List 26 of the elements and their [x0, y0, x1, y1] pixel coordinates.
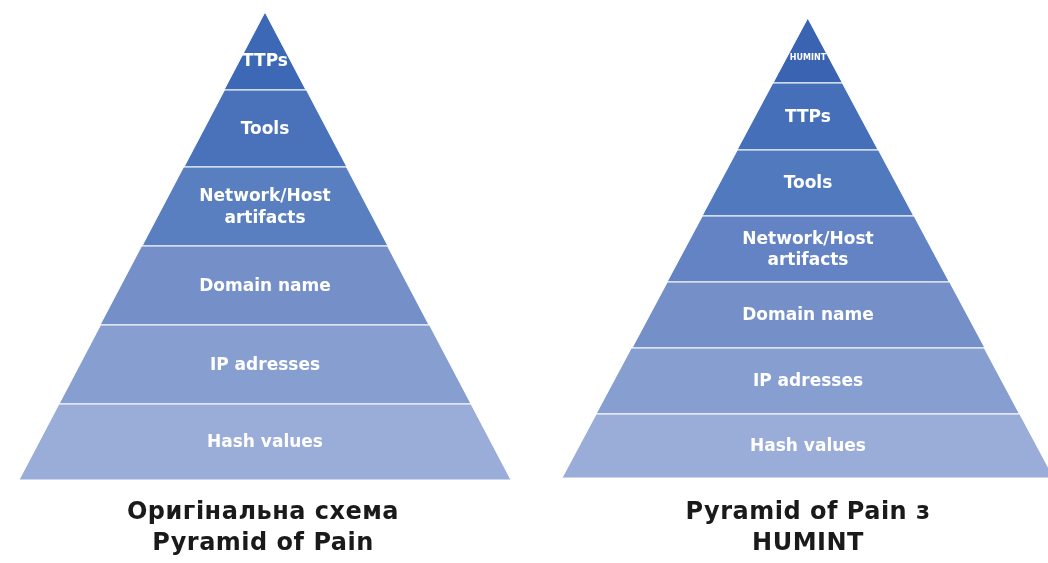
pyramid-tier: [702, 150, 914, 216]
pyramid-tier: [183, 90, 347, 167]
pyramid-caption: Оригінальна схема Pyramid of Pain: [125, 496, 401, 559]
pyramid-caption: Pyramid of Pain з HUMINT: [684, 496, 932, 559]
tier-label: Network/Host artifacts: [741, 227, 875, 271]
tier-label: HUMINT: [788, 53, 828, 64]
tier-label: Hash values: [749, 435, 867, 457]
tier-label: Domain name: [741, 304, 875, 326]
tier-label: Hash values: [206, 431, 324, 453]
tier-label: IP adresses: [208, 353, 322, 376]
pyramid-tier: [631, 282, 985, 348]
pyramid-tier: [562, 414, 1048, 478]
pyramid-tier: [100, 246, 430, 325]
pyramid-tier: [142, 167, 388, 246]
tier-label: Tools: [782, 172, 834, 194]
tier-label: Tools: [239, 117, 291, 140]
pyramid-tier: [666, 216, 950, 282]
tier-label: TTPs: [241, 49, 289, 71]
tier-label: TTPs: [784, 105, 832, 128]
tier-label: Network/Host artifacts: [198, 185, 332, 228]
tier-label: IP adresses: [751, 370, 865, 392]
pyramid-tier: [737, 83, 879, 150]
tier-label: Domain name: [198, 274, 332, 297]
pyramid-tier: [58, 325, 472, 404]
pyramid-tier: [19, 404, 511, 480]
pyramid-tier: [596, 348, 1020, 414]
